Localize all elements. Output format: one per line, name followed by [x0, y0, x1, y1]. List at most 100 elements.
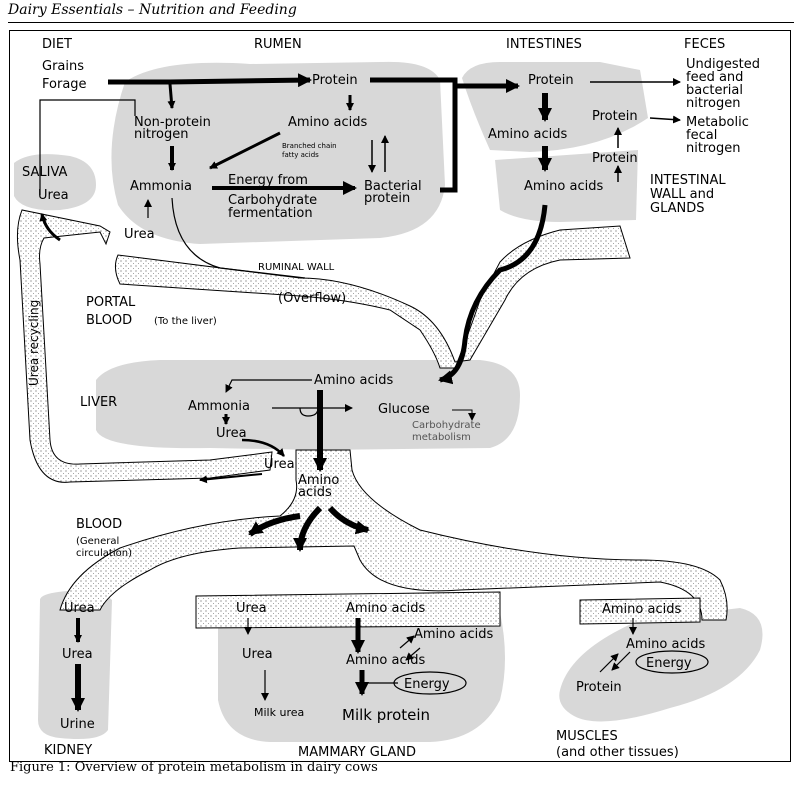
liver-urea-label: Urea: [216, 426, 247, 441]
mammary-heading: MAMMARY GLAND: [298, 745, 416, 760]
urea-recycling-label: Urea recycling: [27, 300, 41, 386]
undigested-label-4: nitrogen: [686, 96, 740, 111]
header-rule: [8, 22, 794, 23]
liver-ammonia-label: Ammonia: [188, 399, 250, 414]
blood-amino-right-arrow: [327, 505, 370, 535]
amino-to-ammonia-arrow: [209, 131, 281, 170]
blood-urea-back-arrow: [199, 473, 263, 484]
undigested-label-1: Undigested: [686, 57, 760, 72]
urea-to-saliva-arrow: [39, 213, 61, 242]
saliva-to-rumen-line: [39, 99, 136, 195]
feces-heading: FECES: [684, 37, 725, 52]
intestinal-wall-label-1: INTESTINAL: [650, 173, 726, 188]
glucose-to-carb-arrow: [452, 409, 476, 421]
blood-urea-label: Urea: [264, 457, 295, 472]
kidney-urea-label-1: Urea: [64, 601, 95, 616]
portal-vessel: [114, 225, 631, 369]
rumen-heading: RUMEN: [254, 37, 302, 52]
figure-caption: Figure 1: Overview of protein metabolism…: [10, 760, 378, 775]
intestinal-wall-label-2: WALL and: [650, 187, 714, 202]
mammary-urea-label-1: Urea: [236, 601, 267, 616]
saliva-label: SALIVA: [22, 165, 68, 180]
intestinal-wall-label-3: GLANDS: [650, 201, 705, 216]
rumen-amino-label: Amino acids: [288, 115, 367, 130]
metabolic-label-3: nitrogen: [686, 141, 740, 156]
blood-amino-label-1: Amino: [298, 473, 339, 488]
int-protein-label: Protein: [528, 73, 574, 88]
kidney-urea-label-2: Urea: [62, 647, 93, 662]
amino-down-left-arrow: [405, 647, 421, 661]
grains-label: Grains: [42, 59, 84, 74]
blood-amino-label-2: acids: [298, 485, 332, 500]
metabolic-label-1: Metabolic: [686, 115, 749, 130]
bacterial-label-2: protein: [364, 191, 410, 206]
general-label-1: (General: [76, 536, 119, 547]
protein-to-amino-muscle-arrow: [599, 653, 619, 673]
bcfa-label-1: Branched chain: [282, 142, 337, 150]
saliva-region: [14, 154, 96, 211]
npn-label-2: nitrogen: [134, 127, 188, 142]
forage-label: Forage: [42, 77, 87, 92]
muscles-heading-2: (and other tissues): [556, 745, 679, 760]
mammary-vessel: [195, 591, 501, 629]
bacterial-label-1: Bacterial: [364, 179, 422, 194]
amino-to-ammonia-liver-arrow: [225, 379, 312, 393]
energy-label-2: Carbohydrate: [228, 193, 317, 208]
energy-label-1: Energy from: [228, 173, 308, 188]
amino-up-right-arrow: [399, 635, 415, 649]
liver-label: LIVER: [80, 395, 117, 410]
ammonia-label: Ammonia: [130, 179, 192, 194]
muscles-heading-1: MUSCLES: [556, 729, 618, 744]
milk-protein-label: Milk protein: [342, 706, 430, 724]
bcfa-label-2: fatty acids: [282, 151, 319, 159]
blood-label: BLOOD: [76, 517, 122, 532]
figure-frame: [9, 30, 791, 762]
muscle-vessel: [579, 597, 701, 625]
muscle-energy-label: Energy: [646, 656, 692, 671]
overflow-label: (Overflow): [278, 291, 346, 306]
int-protein-2-label: Protein: [592, 109, 638, 124]
muscle-amino-label-2: Amino acids: [626, 637, 705, 652]
page-header: Dairy Essentials – Nutrition and Feeding: [8, 2, 297, 18]
milk-urea-label: Milk urea: [254, 706, 304, 719]
muscle-amino-label-1: Amino acids: [602, 602, 681, 617]
muscle-region: [559, 608, 763, 722]
muscle-energy-ellipse: [635, 650, 709, 674]
npn-label-1: Non-protein: [134, 115, 211, 130]
intestine-to-liver-arrow: [438, 204, 548, 385]
liver-region: [96, 360, 520, 450]
rumen-protein-label: Protein: [312, 73, 358, 88]
to-metabolic-arrow: [649, 115, 681, 124]
amino-to-protein-muscle-arrow: [611, 651, 631, 671]
metabolic-label-2: fecal: [686, 128, 717, 143]
intestine-region-lower: [495, 150, 638, 222]
carb-metabolism-label-1: Carbohydrate: [412, 420, 481, 431]
muscle-protein-label: Protein: [576, 680, 622, 695]
undigested-label-3: bacterial: [686, 83, 743, 98]
rumen-urea-label: Urea: [124, 227, 155, 242]
blood-amino-down-arrow: [293, 505, 323, 552]
int-amino-label-2: Amino acids: [524, 179, 603, 194]
saliva-urea-label: Urea: [38, 188, 69, 203]
to-liver-label: (To the liver): [154, 316, 217, 327]
feed-to-npn-arrow: [167, 83, 176, 109]
ruminal-wall-label: RUMINAL WALL: [258, 262, 335, 273]
mammary-amino-label-1: Amino acids: [346, 601, 425, 616]
protein-to-intestine-line: [370, 77, 458, 193]
undigested-label-2: feed and: [686, 70, 743, 85]
carb-metabolism-label-2: metabolism: [412, 432, 471, 443]
intestines-heading: INTESTINES: [506, 37, 582, 52]
vessels: [16, 209, 728, 629]
ammonia-absorption-line: [171, 197, 306, 279]
diagram-labels: DIET RUMEN INTESTINES FECES Grains Forag…: [22, 37, 760, 760]
flow-arrows: [39, 73, 681, 712]
kidney-heading: KIDNEY: [44, 743, 92, 758]
diet-heading: DIET: [42, 37, 72, 52]
mammary-urea-label-2: Urea: [242, 647, 273, 662]
mammary-energy-ellipse: [393, 671, 467, 695]
blood-vessel: [59, 449, 728, 621]
urea-to-blood-arrow: [241, 438, 285, 457]
mammary-amino-label-3: Amino acids: [346, 653, 425, 668]
feed-to-protein-arrow: [108, 73, 312, 88]
urine-label: Urine: [60, 717, 95, 732]
